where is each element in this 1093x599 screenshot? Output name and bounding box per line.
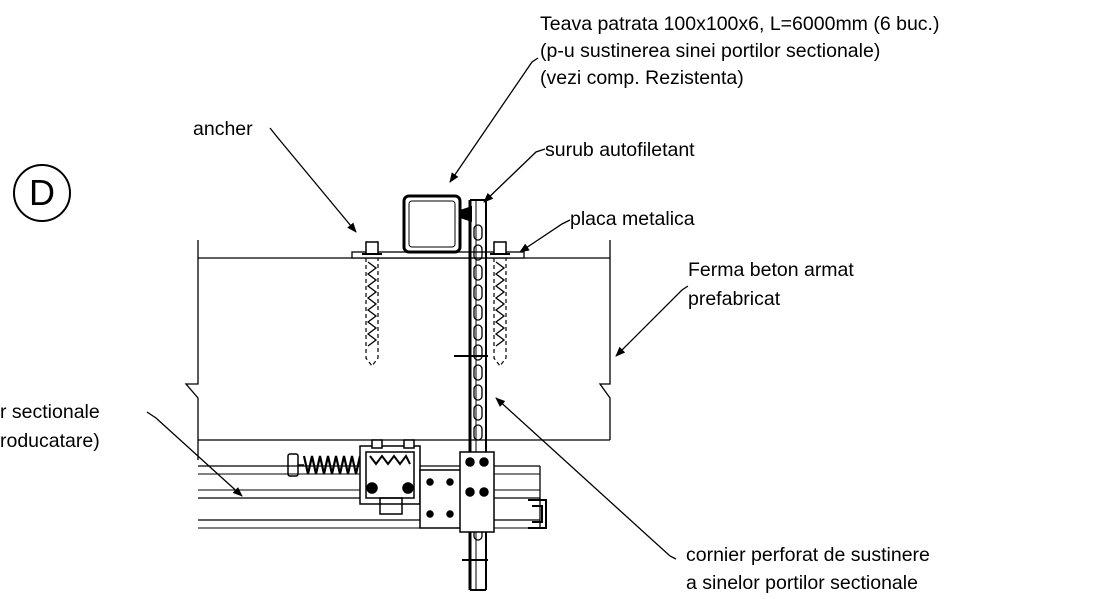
label-sina-line2: roducatare) <box>0 430 100 452</box>
label-ancher: ancher <box>193 118 253 140</box>
label-cornier-line2: a sinelor portilor sectionale <box>686 572 918 594</box>
label-placa: placa metalica <box>570 208 695 230</box>
anchor-left <box>362 241 382 367</box>
leader-lines <box>146 57 689 560</box>
label-teava-line2: (p-u sustinerea sinei portilor sectional… <box>540 40 881 62</box>
anchor-right <box>490 241 510 367</box>
label-ferma-line2: prefabricat <box>688 288 781 310</box>
label-surub: surub autofiletant <box>545 139 695 161</box>
label-cornier-line1: cornier perforat de sustinere <box>686 544 930 566</box>
square-tube <box>402 194 462 254</box>
spring-assembly <box>287 439 421 515</box>
label-ferma-line1: Ferma beton armat <box>688 259 854 281</box>
bracket-plate <box>419 451 495 533</box>
detail-marker: D <box>13 164 71 222</box>
label-teava-line1: Teava patrata 100x100x6, L=6000mm (6 buc… <box>540 13 940 35</box>
label-teava-line3: (vezi comp. Rezistenta) <box>540 67 744 89</box>
label-sina-line1: r sectionale <box>0 401 100 423</box>
concrete-truss <box>184 240 611 460</box>
